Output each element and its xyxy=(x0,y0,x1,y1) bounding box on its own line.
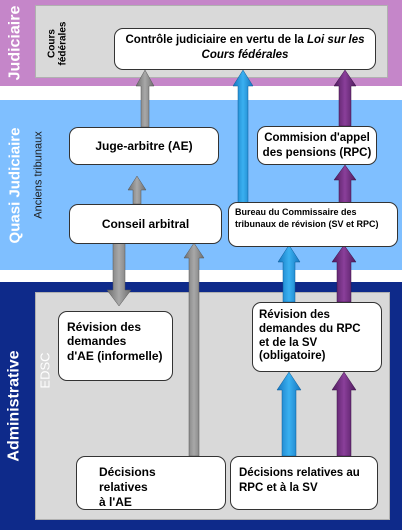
box-decisions-ae: Décisions relatives à l'AE xyxy=(76,456,226,510)
box-bureau-commissaire: Bureau du Commissaire des tribunaux de r… xyxy=(228,202,398,247)
box-juge-arbitre: Juge-arbitre (AE) xyxy=(69,127,219,165)
box-conseil-arbitral: Conseil arbitral xyxy=(69,204,222,244)
controle-text-start: Contrôle judiciaire en vertu de la xyxy=(125,34,307,46)
box-revision-ae: Révision des demandes d'AE (informelle) xyxy=(58,311,173,381)
arrow-juge-to-controle xyxy=(135,69,155,128)
box-revision-rpc: Révision des demandes du RPC et de la SV… xyxy=(252,302,382,372)
arrow-commission-to-controle xyxy=(333,69,357,127)
arrow-bureau-to-controle xyxy=(232,69,254,205)
arrow-revision-rpc-to-bureau-purple xyxy=(331,244,357,303)
arrow-revision-rpc-to-bureau xyxy=(277,244,301,303)
arrow-decisions-ae-to-conseil xyxy=(183,242,205,457)
arrow-conseil-to-juge xyxy=(127,175,147,205)
arrow-bureau-to-commission xyxy=(333,164,357,205)
box-controle-judiciaire: Contrôle judiciaire en vertu de la Loi s… xyxy=(114,28,376,70)
arrow-decisions-rpc-to-revision xyxy=(276,371,302,457)
box-commission-appel: Commision d'appel des pensions (RPC) xyxy=(257,126,377,165)
controle-text-italic: Loi sur les Cours fédérales xyxy=(201,34,365,61)
arrow-decisions-rpc-to-revision-purple xyxy=(331,371,357,457)
box-decisions-rpc: Décisions relatives au RPC et à la SV xyxy=(230,456,378,510)
